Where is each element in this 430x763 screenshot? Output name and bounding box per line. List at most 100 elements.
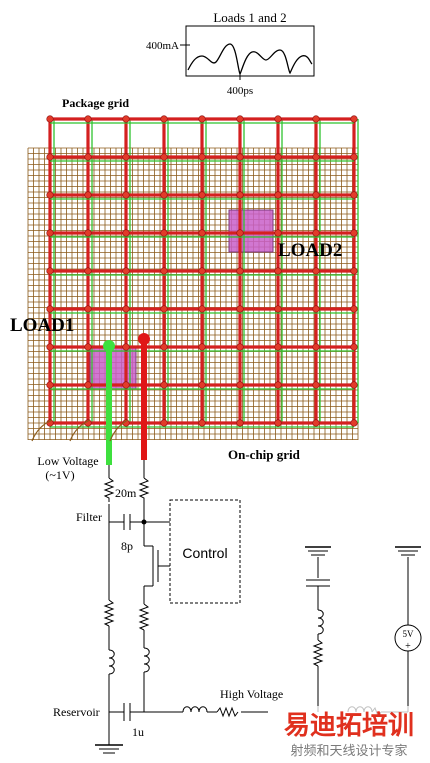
package-via [350,343,358,351]
package-via [46,115,54,123]
package-via [274,419,282,427]
package-via [274,153,282,161]
package-via [84,381,92,389]
package-via [160,343,168,351]
package-via [198,229,206,237]
resistor-right-mid [138,603,150,631]
package-via [46,229,54,237]
package-via [350,267,358,275]
package-via [46,153,54,161]
capacitor-8p-label: 8p [121,539,133,553]
package-via [122,153,130,161]
package-via [122,229,130,237]
package-via [84,191,92,199]
decap-inductor [317,609,324,635]
package-via [160,419,168,427]
package-via [236,305,244,313]
inductor-high-voltage [182,706,208,713]
package-via [312,343,320,351]
package-via [160,267,168,275]
package-via [312,267,320,275]
package-via [84,153,92,161]
package-via [198,267,206,275]
package-via [350,115,358,123]
low-voltage-label: Low Voltage [37,454,98,468]
waveform-frame [185,25,315,77]
package-via [122,381,130,389]
package-via [274,191,282,199]
package-via [350,381,358,389]
junction-dot [141,519,147,525]
low-voltage-value: (~1V) [45,468,74,482]
load1-block [89,346,137,390]
control-block [169,499,241,604]
package-via [236,115,244,123]
package-via [274,229,282,237]
load1-label: LOAD1 [10,315,74,336]
on-chip-grid [27,147,359,440]
package-via [236,419,244,427]
package-via [198,419,206,427]
package-via [46,267,54,275]
waveform-y-label: 400mA [146,40,179,52]
package-via [236,153,244,161]
package-via [312,115,320,123]
voltage-source-plus: + [405,641,411,652]
package-via [236,229,244,237]
watermark-title: 易迪拓培训 [284,710,414,740]
resistor-20m [103,477,115,502]
package-via [236,191,244,199]
resistor-left-lower [103,599,115,627]
package-via [46,343,54,351]
waveform-title: Loads 1 and 2 [213,10,286,25]
package-via [160,229,168,237]
package-via [160,305,168,313]
package-via [198,191,206,199]
package-via [274,305,282,313]
load2-block [228,209,274,253]
high-voltage-label: High Voltage [220,687,283,701]
grid-bond-wires [31,419,129,442]
on-chip-grid-label: On-chip grid [228,447,301,462]
control-label: Control [182,545,227,561]
low-voltage-pad [103,340,115,352]
package-via [274,267,282,275]
package-lead-pad [138,333,150,345]
package-via [122,267,130,275]
filter-label: Filter [76,510,102,524]
package-via [236,267,244,275]
package-via [312,191,320,199]
package-via [122,191,130,199]
package-via [160,153,168,161]
package-via [122,305,130,313]
package-via [84,267,92,275]
resistor-right-top [138,477,150,502]
package-via [350,191,358,199]
package-via [160,191,168,199]
package-via [198,343,206,351]
package-via [312,305,320,313]
package-via [236,343,244,351]
resistor-high-voltage [216,706,239,718]
capacitor-1u-label: 1u [132,725,144,739]
package-via [160,115,168,123]
package-via [122,115,130,123]
voltage-source-label: 5V [403,629,415,639]
package-via [312,153,320,161]
package-via [46,381,54,389]
package-via [84,305,92,313]
supply-circuit [95,460,422,754]
package-via [46,191,54,199]
package-grid-label: Package grid [62,96,129,110]
watermark-logo: 易迪拓培训 射频和天线设计专家 [268,706,430,758]
package-via [312,229,320,237]
package-via [350,305,358,313]
package-via [350,419,358,427]
package-via [274,381,282,389]
package-via [46,305,54,313]
inductor-left [108,649,115,675]
decap-resistor [312,639,324,667]
package-via [274,115,282,123]
resistor-20m-label: 20m [115,486,137,500]
package-via [350,229,358,237]
